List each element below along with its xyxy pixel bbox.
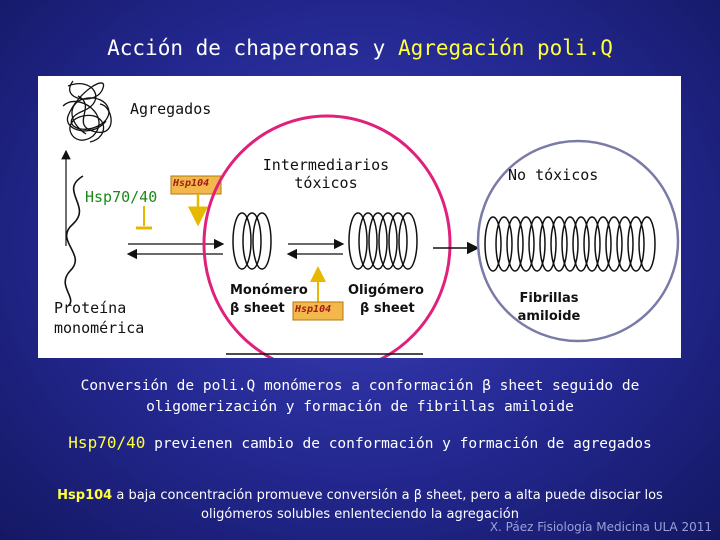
label-intermediates: Intermediarios tóxicos [262,156,390,192]
slide-title: Acción de chaperonas y Agregación poli.Q [0,36,720,60]
label-oligomer: Oligómero β sheet [348,282,424,318]
hsp104-badge-bottom [292,301,344,321]
caption-line3-rest: a baja concentración promueve conversión… [116,488,663,522]
label-fibrils: Fibrillas amiloide [517,291,581,324]
beta-monomer-coil-icon [232,212,272,270]
caption-line2-rest: previenen cambio de conformación y forma… [154,436,652,452]
caption-line2: Hsp70/40 previenen cambio de conformació… [40,432,680,455]
caption-line2-hsp: Hsp70/40 [68,433,146,452]
label-monomer-beta-sheet: β sheet [230,301,285,316]
diagram-svg [61,80,680,358]
label-monomer-protein: Proteína monomérica [54,299,145,337]
toxic-intermediates-circle [202,114,452,358]
label-non-toxic: No tóxicos [508,166,599,184]
oligomer-coil-icon [348,212,418,270]
title-part1: Acción de chaperonas y [107,36,386,60]
label-hsp104-top: Hsp104 [173,178,210,189]
signature: X. Páez Fisiología Medicina ULA 2011 [489,520,712,534]
label-aggregates: Agregados [130,100,212,118]
aggregate-tangle-icon [62,80,112,143]
monomer-strand [64,175,84,307]
title-part2: Agregación poli.Q [397,36,613,60]
caption-line3-hsp: Hsp104 [57,488,113,503]
label-hsp104-bottom: Hsp104 [295,304,332,315]
label-oligomer-beta-sheet: β sheet [360,301,415,316]
caption-line1: Conversión de poli.Q monómeros a conform… [80,378,640,415]
fibril-coil-icon [484,216,656,272]
label-hsp70: Hsp70/40 [85,188,158,206]
diagram-panel: Agregados Hsp70/40 Hsp104 Intermediarios… [38,76,681,358]
non-toxic-fibrils-circle [476,139,680,343]
hsp104-badge-top [170,175,222,195]
label-question: ? [314,272,323,288]
label-beta-monomer: Monómero β sheet [230,282,308,318]
caption-line3: Hsp104 a baja concentración promueve con… [24,486,696,524]
label-oligomer-text: Oligómero [348,283,424,298]
label-monomer-text: Monómero [230,283,308,298]
